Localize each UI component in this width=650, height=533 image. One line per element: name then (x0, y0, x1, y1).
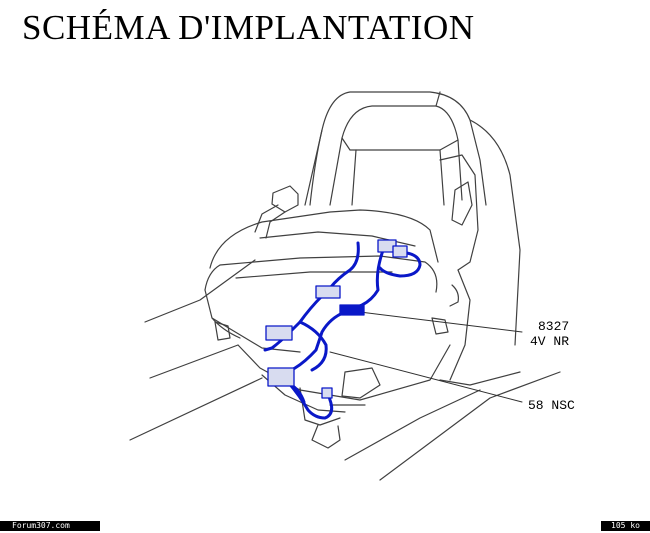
seat-back (304, 91, 521, 346)
leader-line-58nsc (329, 351, 523, 403)
connector-8327 (339, 304, 365, 316)
connector-58nsc (267, 367, 295, 387)
connector-bottom (321, 387, 333, 399)
floor-lines (129, 259, 561, 481)
connector-left (265, 325, 293, 341)
callout-8327-sub: 4V NR (530, 334, 570, 349)
harness-connectors (265, 239, 408, 399)
wiring-harness (263, 241, 422, 420)
connector-top-right (392, 245, 408, 258)
belt-buckle (254, 185, 299, 239)
footer-file-size: 105 ko (601, 521, 650, 531)
footer-site-label: Forum307.com (0, 521, 100, 531)
leader-line-8327 (359, 311, 523, 333)
callout-8327-code: 8327 (538, 319, 570, 334)
seat-side-trim (431, 154, 521, 386)
page-title: SCHÉMA D'IMPLANTATION (22, 8, 475, 47)
callout-58nsc: 58 NSC (528, 398, 575, 413)
connector-middle (315, 285, 341, 299)
